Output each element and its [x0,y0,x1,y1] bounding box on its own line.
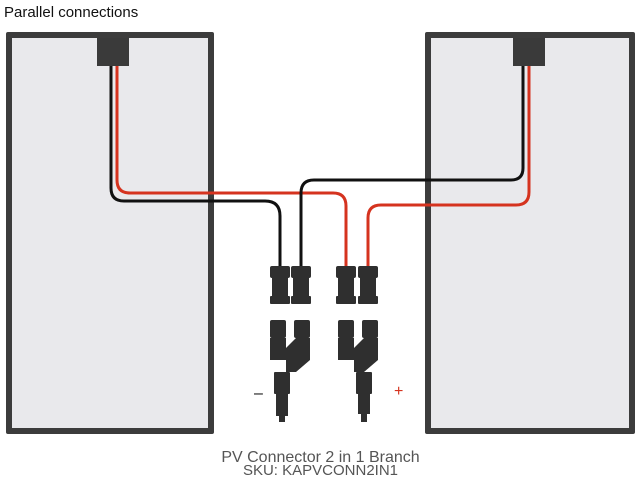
product-name: PV Connector 2 in 1 Branch [221,449,420,466]
wire-left-positive [115,66,348,268]
wire-left-negative [109,66,282,268]
product-caption: PV Connector 2 in 1 Branch SKU: KAPVCONN… [0,449,641,479]
positive-label: + [394,383,403,400]
wire-right-positive [366,66,531,268]
diagram-title: Parallel connections [4,4,139,21]
junction-box-left [97,38,129,66]
junction-box-right [513,38,545,66]
wire-right-negative [299,66,525,268]
branch-connector-icon [270,320,378,422]
product-sku: SKU: KAPVCONN2IN1 [242,462,399,479]
mc4-connector-icon [270,266,378,304]
negative-label: – [254,385,263,402]
